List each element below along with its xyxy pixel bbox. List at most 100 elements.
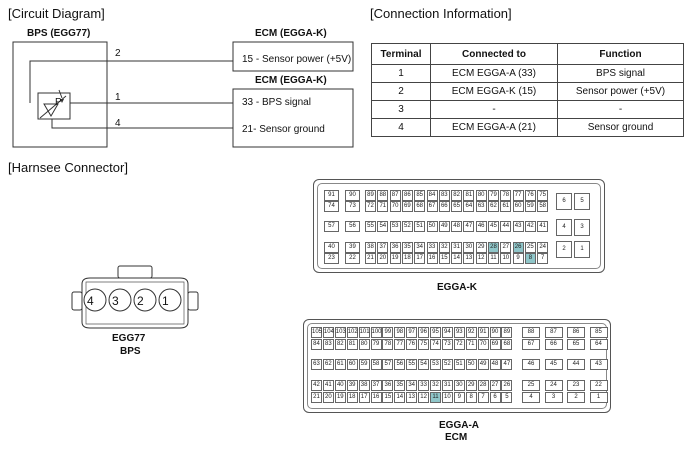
connector-pin-59: 59 (358, 359, 370, 370)
connector-pin-15: 15 (438, 253, 450, 264)
connector-pin-34: 34 (414, 242, 426, 253)
connector-pin-18: 18 (346, 392, 358, 403)
connection-info-title: [Connection Information] (370, 6, 512, 21)
connector-pin-7: 7 (537, 253, 549, 264)
cell-function: BPS signal (557, 64, 684, 83)
bps-pin-4: 4 (87, 294, 94, 308)
connector-pin-75: 75 (537, 190, 549, 201)
connector-pin-103: 103 (334, 327, 346, 338)
connector-pin-68: 68 (414, 201, 426, 212)
connector-pin-79: 79 (370, 339, 382, 350)
connector-pin-26: 26 (512, 242, 524, 253)
connector-pin-69: 69 (401, 201, 413, 212)
connector-pin-51: 51 (414, 221, 426, 232)
connector-pin-46: 46 (475, 221, 487, 232)
connector-pin-64: 64 (463, 201, 475, 212)
connector-pin-15: 15 (382, 392, 394, 403)
connector-pin-30: 30 (463, 242, 475, 253)
connector-pin-21: 21 (311, 392, 322, 403)
connector-pin-72: 72 (365, 201, 376, 212)
connector-pin-33: 33 (426, 242, 438, 253)
connector-pin-12: 12 (418, 392, 430, 403)
eggaa-connector-name: EGGA-A (439, 420, 479, 431)
connector-pin-84: 84 (426, 190, 438, 201)
table-row: 1 ECM EGGA-A (33) BPS signal (371, 64, 684, 83)
connector-pin-16: 16 (370, 392, 382, 403)
bps-pin-1: 1 (162, 294, 169, 308)
cell-connected-to: ECM EGGA-A (33) (430, 64, 558, 83)
connector-pin-61: 61 (334, 359, 346, 370)
connector-pin-56: 56 (345, 221, 360, 232)
connector-pin-52: 52 (401, 221, 413, 232)
connector-pin-33: 33 (418, 380, 430, 391)
connector-pin-49: 49 (438, 221, 450, 232)
connector-pin-62: 62 (488, 201, 499, 212)
connector-pin-5: 5 (574, 193, 590, 210)
connector-pin-47: 47 (501, 359, 513, 370)
connector-pin-14: 14 (451, 253, 463, 264)
bps-connector-name: EGG77 (112, 333, 146, 344)
connector-pin-28: 28 (488, 242, 499, 253)
connector-pin-10: 10 (500, 253, 512, 264)
header-terminal: Terminal (371, 43, 431, 65)
connector-pin-16: 16 (426, 253, 438, 264)
connector-pin-9: 9 (512, 253, 524, 264)
connector-pin-36: 36 (389, 242, 401, 253)
bps-label: BPS (EGG77) (27, 28, 91, 39)
connector-pin-59: 59 (524, 201, 536, 212)
table-row: 3 - - (371, 100, 684, 119)
sensor-symbol-letter: P (55, 97, 62, 108)
connector-pin-89: 89 (501, 327, 513, 338)
circuit-diagram-title: [Circuit Diagram] (8, 6, 105, 21)
connector-pin-29: 29 (475, 242, 487, 253)
connector-pin-23: 23 (567, 380, 585, 391)
connector-pin-89: 89 (365, 190, 376, 201)
cell-terminal: 1 (371, 64, 431, 83)
connector-pin-5: 5 (501, 392, 513, 403)
cell-terminal: 2 (371, 82, 431, 101)
connector-pin-64: 64 (589, 339, 608, 350)
connector-pin-8: 8 (524, 253, 536, 264)
connector-pin-67: 67 (522, 339, 540, 350)
connector-pin-39: 39 (346, 380, 358, 391)
connector-pin-4: 4 (556, 219, 572, 236)
connector-pin-66: 66 (544, 339, 563, 350)
connector-pin-82: 82 (334, 339, 346, 350)
eggak-connector-inner (317, 183, 601, 269)
connector-pin-50: 50 (426, 221, 438, 232)
connector-pin-99: 99 (382, 327, 394, 338)
connector-pin-84: 84 (311, 339, 322, 350)
connector-pin-51: 51 (453, 359, 465, 370)
connector-pin-93: 93 (453, 327, 465, 338)
connector-pin-13: 13 (406, 392, 418, 403)
connector-pin-25: 25 (524, 242, 536, 253)
header-connected-to: Connected to (430, 43, 558, 65)
connector-pin-18: 18 (401, 253, 413, 264)
connector-pin-45: 45 (488, 221, 499, 232)
connector-pin-55: 55 (406, 359, 418, 370)
connector-pin-13: 13 (463, 253, 475, 264)
connector-pin-98: 98 (394, 327, 406, 338)
connector-pin-14: 14 (394, 392, 406, 403)
header-function: Function (557, 43, 684, 65)
connector-pin-46: 46 (522, 359, 540, 370)
connector-pin-104: 104 (322, 327, 334, 338)
connector-pin-85: 85 (589, 327, 608, 338)
connector-pin-1: 1 (589, 392, 608, 403)
connector-pin-53: 53 (389, 221, 401, 232)
connector-pin-39: 39 (345, 242, 360, 253)
connector-pin-66: 66 (438, 201, 450, 212)
circuit-diagram (12, 41, 354, 148)
connector-pin-6: 6 (489, 392, 501, 403)
connector-pin-24: 24 (544, 380, 563, 391)
connector-pin-6: 6 (556, 193, 572, 210)
connector-pin-40: 40 (334, 380, 346, 391)
cell-function: Sensor ground (557, 118, 684, 137)
connector-pin-70: 70 (477, 339, 489, 350)
connector-pin-27: 27 (500, 242, 512, 253)
harness-connector-title: [Harnsee Connector] (8, 160, 128, 175)
connector-pin-60: 60 (346, 359, 358, 370)
connector-pin-86: 86 (567, 327, 585, 338)
connector-pin-49: 49 (477, 359, 489, 370)
connector-pin-57: 57 (324, 221, 339, 232)
